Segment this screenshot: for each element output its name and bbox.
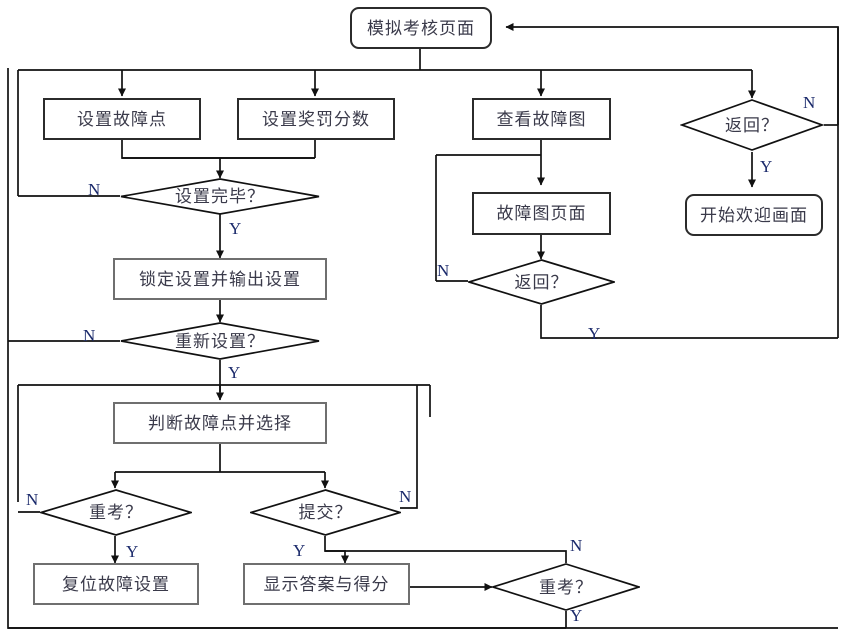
node-start[interactable]: 模拟考核页面 [350,7,492,49]
node-set-score[interactable]: 设置奖罚分数 [237,98,395,140]
node-view-chart-label: 查看故障图 [496,109,587,129]
edge-label-retest-bottom-n: N [570,536,583,555]
edge-label-setup-done-y: Y [229,219,242,238]
node-lock-output-label: 锁定设置并输出设置 [139,269,301,289]
diamond-shape [120,178,320,215]
node-lock-output[interactable]: 锁定设置并输出设置 [113,258,327,300]
diamond-shape [120,322,320,360]
node-reset-fault-label: 复位故障设置 [62,574,170,594]
diamond-shape [492,563,640,611]
node-view-chart[interactable]: 查看故障图 [472,98,611,140]
node-judge-select-label: 判断故障点并选择 [148,413,292,433]
diamond-shape [468,259,615,305]
node-show-answer-label: 显示答案与得分 [263,574,390,594]
edge-label-setup-done-n: N [88,180,101,199]
node-back-top-label: 返回？ [725,115,779,135]
edge-label-reset-setup-y: Y [228,363,241,382]
node-setup-done[interactable]: 设置完毕？ [120,178,320,215]
edge-label-submit-y: Y [293,541,306,560]
edge-label-retest-bottom-y: Y [570,606,583,625]
node-set-fault-label: 设置故障点 [77,109,167,129]
node-show-answer[interactable]: 显示答案与得分 [243,563,410,605]
node-setup-done-label: 设置完毕？ [175,187,265,206]
node-set-score-label: 设置奖罚分数 [262,109,370,129]
node-submit[interactable]: 提交？ [250,489,401,536]
node-back-middle[interactable]: 返回？ [468,259,615,305]
edge-label-back-top-n: N [803,93,816,112]
node-back-top[interactable]: 返回？ [680,98,824,152]
node-judge-select[interactable]: 判断故障点并选择 [113,402,327,444]
node-retest-bottom[interactable]: 重考？ [492,563,640,611]
node-submit-label: 提交？ [298,503,353,522]
node-set-fault[interactable]: 设置故障点 [43,98,201,140]
node-chart-page-label: 故障图页面 [496,204,587,223]
edge-label-reset-setup-n: N [83,326,96,345]
edge-label-back-top-y: Y [760,157,773,176]
edge-label-back-middle-y: Y [588,324,601,343]
node-back-middle-label: 返回？ [514,272,569,292]
diamond-shape [680,99,824,151]
node-retest-left[interactable]: 重考？ [40,489,192,536]
edge-label-retest-left-n: N [26,490,39,509]
node-chart-page[interactable]: 故障图页面 [472,192,611,235]
node-start-label: 模拟考核页面 [367,18,475,38]
node-retest-bottom-label: 重考？ [539,577,593,597]
edge-label-retest-left-y: Y [126,542,139,561]
diamond-shape [250,489,401,536]
node-retest-left-label: 重考？ [89,503,143,522]
node-welcome-label: 开始欢迎画面 [700,205,808,225]
diamond-shape [40,489,192,536]
edge-label-back-middle-n: N [437,261,450,280]
edge-label-submit-n: N [399,487,412,506]
node-welcome[interactable]: 开始欢迎画面 [685,194,823,236]
node-reset-setup-label: 重新设置？ [175,331,265,351]
node-reset-fault[interactable]: 复位故障设置 [33,563,199,605]
node-reset-setup[interactable]: 重新设置？ [120,322,320,360]
